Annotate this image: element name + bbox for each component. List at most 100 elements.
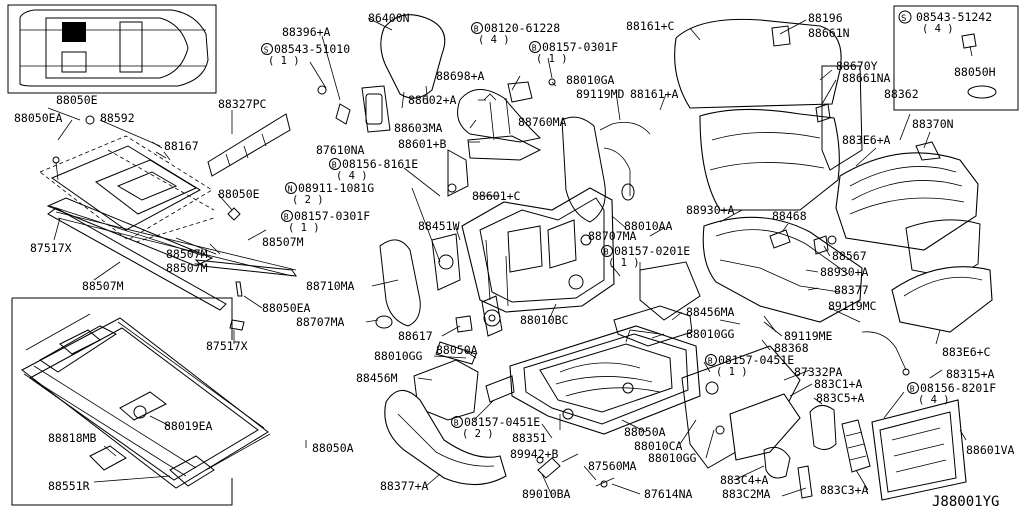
part-number-label: 08157-0301F bbox=[294, 209, 370, 223]
vehicle-locator-icon bbox=[7, 4, 217, 94]
part-number-label: 08157-0451E bbox=[464, 415, 540, 429]
part-number-label: 88019EA bbox=[164, 419, 213, 433]
part-number-label: 89119ME bbox=[784, 329, 833, 343]
part-number-label: 88050E bbox=[218, 187, 260, 201]
part-number-label: 88050EA bbox=[14, 111, 63, 125]
seat-slide-assembly bbox=[11, 297, 271, 506]
outer-cover-assembly bbox=[681, 216, 967, 501]
part-number-label: 88050A bbox=[312, 441, 354, 455]
part-number-label: 86400N bbox=[368, 11, 410, 25]
part-number-label: 883C3+A bbox=[820, 483, 869, 497]
part-number-label: 88617 bbox=[398, 329, 433, 343]
part-number-label: 88670Y bbox=[836, 59, 878, 73]
part-number-label: 88507M bbox=[262, 235, 304, 249]
clip-detail-box: S bbox=[893, 5, 1019, 111]
part-number-label: 88602+A bbox=[408, 93, 457, 107]
part-number-label: 89119MC bbox=[828, 299, 877, 313]
part-number-label: 88710MA bbox=[306, 279, 355, 293]
cushion-88362 bbox=[835, 152, 979, 251]
part-number-label: 88050A bbox=[436, 343, 478, 357]
part-number-label: 08911-1081G bbox=[298, 181, 374, 195]
fastener-badge-icon: B bbox=[604, 248, 609, 257]
part-number-label: 88010GG bbox=[686, 327, 735, 341]
part-number-label: 89119MD bbox=[576, 87, 625, 101]
pad-88760MA bbox=[561, 116, 606, 223]
part-number-label: 08157-0301F bbox=[542, 40, 618, 54]
part-number-label: 88050EA bbox=[262, 301, 311, 315]
part-number-label: 88507M bbox=[166, 261, 208, 275]
part-number-label: 88760MA bbox=[518, 115, 567, 129]
side-trim-assembly bbox=[39, 113, 298, 331]
fastener-badge-icon: B bbox=[332, 161, 337, 170]
fastener-badge-icon: B bbox=[454, 419, 459, 428]
part-number-label: 88507M bbox=[82, 279, 124, 293]
part-number-label: 08120-61228 bbox=[484, 21, 560, 35]
part-number-label: 08156-8161E bbox=[342, 157, 418, 171]
part-number-label: ( 1 ) bbox=[268, 55, 300, 67]
fastener-badge-icon: B bbox=[708, 357, 713, 366]
fastener-badge-icon: B bbox=[910, 385, 915, 394]
part-number-label: 88567 bbox=[832, 249, 867, 263]
part-number-label: 08543-51242 bbox=[916, 10, 992, 24]
part-number-label: 88707MA bbox=[588, 229, 637, 243]
fastener-badge-icon: B bbox=[284, 213, 289, 222]
part-number-label: 88010GG bbox=[374, 349, 423, 363]
part-number-label: 88050A bbox=[624, 425, 666, 439]
part-number-label: 88010CA bbox=[634, 439, 683, 453]
pad-88710MA bbox=[379, 239, 421, 327]
leader-lines bbox=[47, 17, 967, 497]
part-number-label: 88551R bbox=[48, 479, 90, 493]
fastener-badge-icon: S bbox=[264, 46, 269, 55]
part-number-label: 883E6+C bbox=[942, 345, 991, 359]
part-number-label: 883C2MA bbox=[722, 487, 771, 501]
part-number-label: ( 4 ) bbox=[478, 34, 510, 46]
part-number-label: 88327PC bbox=[218, 97, 267, 111]
part-number-label: 88362 bbox=[884, 87, 919, 101]
fastener-badge-icon bbox=[285, 182, 297, 194]
part-number-label: 89942+B bbox=[510, 447, 559, 461]
part-number-label: 88377+A bbox=[380, 479, 429, 493]
part-number-label: 88368 bbox=[774, 341, 809, 355]
part-number-label: 88930+A bbox=[820, 265, 869, 279]
part-number-label: 88698+A bbox=[436, 69, 485, 83]
headrest-cover bbox=[674, 18, 842, 109]
fastener-badge-icon bbox=[529, 41, 541, 53]
part-number-label: 88456M bbox=[356, 371, 398, 385]
part-number-label: 883C4+A bbox=[720, 473, 769, 487]
fastener-badge-icon bbox=[705, 354, 717, 366]
part-number-label: 88377 bbox=[834, 283, 869, 297]
part-number-label: 88661N bbox=[808, 26, 850, 40]
part-number-label: 08157-0451E bbox=[718, 353, 794, 367]
fastener-badge-icon bbox=[601, 245, 613, 257]
part-number-label: 88507M bbox=[166, 247, 208, 261]
part-number-label: 88167 bbox=[164, 139, 199, 153]
part-number-label: ( 1 ) bbox=[536, 53, 568, 65]
cover-88377A bbox=[384, 389, 507, 486]
part-number-label: 88050H bbox=[954, 65, 996, 79]
part-number-label: 08157-0201E bbox=[614, 244, 690, 258]
part-number-label: 89010BA bbox=[522, 487, 571, 501]
part-number-label: 88315+A bbox=[946, 367, 995, 381]
fastener-badge-icon: N bbox=[288, 185, 293, 194]
part-number-label: 08543-51010 bbox=[274, 42, 350, 56]
part-number-label: ( 4 ) bbox=[918, 394, 950, 406]
part-number-label: 88010AA bbox=[624, 219, 673, 233]
part-number-label: 88010BC bbox=[520, 313, 569, 327]
part-number-label: 88818MB bbox=[48, 431, 97, 445]
seatback-frame-assembly bbox=[317, 14, 651, 337]
part-number-label: 88603MA bbox=[394, 121, 443, 135]
part-number-label: ( 4 ) bbox=[336, 170, 368, 182]
part-number-label: 87614NA bbox=[644, 487, 693, 501]
part-number-label: ( 2 ) bbox=[292, 194, 324, 206]
part-number-label: 88456MA bbox=[686, 305, 735, 319]
highlighted-seat-marker bbox=[62, 22, 86, 42]
part-number-label: 88196 bbox=[808, 11, 843, 25]
pad-883E6C bbox=[891, 266, 993, 333]
cover-883C1A bbox=[729, 393, 801, 461]
part-number-label: 88592 bbox=[100, 111, 135, 125]
part-number-label: 883E6+A bbox=[842, 133, 891, 147]
fastener-badge-icon: B bbox=[532, 44, 537, 53]
fastener-badge-icon bbox=[281, 210, 293, 222]
